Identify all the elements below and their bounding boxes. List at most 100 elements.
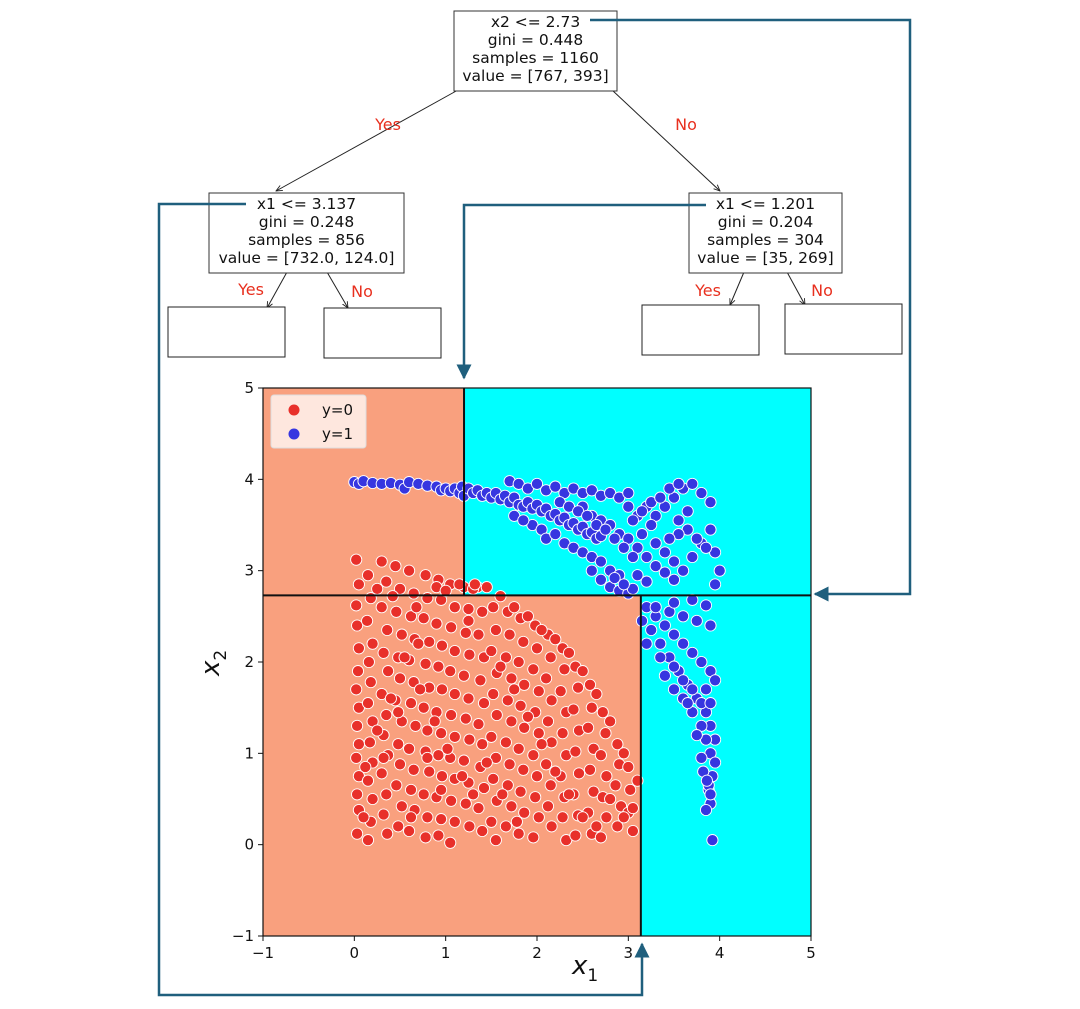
point-y0 (419, 831, 432, 844)
point-y1 (672, 514, 685, 527)
point-y1 (581, 509, 594, 522)
point-y0 (545, 694, 558, 707)
point-y0 (459, 626, 472, 639)
tree-leaf-empty (323, 307, 442, 359)
point-y0 (626, 802, 639, 815)
point-y0 (444, 665, 457, 678)
point-y0 (626, 824, 639, 838)
point-y0 (624, 783, 637, 796)
point-y0 (554, 685, 567, 698)
x-tick-label: 0 (350, 944, 360, 962)
point-y1 (686, 477, 699, 490)
point-y1 (686, 683, 699, 696)
legend-marker-y0 (288, 404, 300, 416)
point-y0 (487, 772, 500, 785)
point-y0 (540, 672, 553, 685)
point-y0 (582, 721, 595, 734)
y-axis-label: x2 (196, 650, 231, 677)
point-y0 (390, 605, 403, 618)
y-tick-label: 3 (244, 562, 254, 580)
point-y0 (441, 742, 454, 755)
point-y0 (456, 770, 469, 783)
y-tick-label: 1 (244, 744, 254, 762)
tree-node-right: x1 <= 1.201 gini = 0.204 samples = 304 v… (688, 192, 843, 274)
point-y0 (350, 751, 363, 764)
tree-leaf-empty (641, 304, 760, 356)
node-line: gini = 0.248 (259, 213, 355, 231)
x-tick-label: 2 (532, 944, 542, 962)
point-y0 (583, 763, 597, 776)
point-y0 (409, 719, 422, 732)
point-y0 (392, 738, 405, 751)
point-y0 (508, 601, 521, 614)
point-y0 (518, 806, 531, 819)
point-y1 (690, 614, 703, 627)
point-y1 (663, 532, 676, 545)
point-y0 (398, 651, 411, 664)
point-y1 (549, 480, 562, 493)
point-y0 (583, 678, 597, 691)
point-y0 (423, 765, 436, 778)
point-y1 (594, 555, 607, 568)
point-y0 (364, 676, 377, 689)
point-y0 (448, 601, 461, 614)
edge-right-right (786, 271, 805, 305)
node-line: samples = 1160 (472, 49, 599, 67)
point-y0 (617, 811, 630, 824)
point-y0 (381, 623, 394, 637)
point-y1 (658, 566, 671, 579)
point-y0 (467, 788, 480, 801)
point-y0 (382, 665, 395, 678)
point-y0 (514, 699, 527, 712)
point-y0 (350, 553, 363, 566)
point-y0 (389, 560, 402, 573)
point-y0 (530, 642, 544, 655)
point-y0 (512, 827, 525, 840)
point-y0 (445, 621, 458, 634)
point-y0 (556, 811, 569, 824)
decision-regions (263, 388, 811, 936)
point-y0 (439, 584, 452, 597)
point-y1 (635, 528, 649, 541)
point-y0 (489, 834, 502, 847)
point-y1 (706, 834, 719, 847)
tree-leaf-empty (784, 303, 903, 355)
point-y1 (631, 569, 644, 582)
point-y0 (417, 788, 430, 801)
point-y0 (527, 831, 540, 844)
point-y0 (549, 765, 562, 778)
point-y1 (645, 518, 658, 532)
point-y0 (512, 742, 525, 755)
point-y0 (617, 747, 630, 760)
edge-left-right (326, 271, 348, 308)
point-y1 (530, 477, 544, 490)
point-y0 (535, 623, 548, 637)
point-y0 (503, 758, 516, 771)
point-y0 (448, 815, 461, 828)
edge-right-left (730, 271, 745, 305)
x-axis-label-sub: 1 (587, 966, 598, 986)
point-y1 (517, 514, 530, 527)
point-y1 (667, 596, 681, 609)
point-y1 (690, 729, 703, 742)
point-y0 (487, 687, 500, 701)
point-y1 (585, 564, 598, 577)
point-y1 (649, 560, 662, 573)
point-y0 (361, 569, 375, 582)
point-y1 (695, 655, 708, 669)
point-y0 (435, 683, 449, 696)
legend-label-y1: y=1 (322, 425, 353, 443)
node-line: gini = 0.204 (718, 213, 814, 231)
y-axis-label-sub: 2 (211, 650, 231, 661)
point-y1 (704, 523, 717, 536)
point-y0 (375, 767, 388, 780)
point-y0 (562, 646, 576, 659)
point-y0 (476, 738, 489, 751)
point-y0 (494, 660, 507, 673)
point-y0 (421, 751, 434, 764)
point-y0 (417, 701, 430, 714)
node-line: value = [732.0, 124.0] (219, 249, 395, 267)
branch-label-root-no: No (675, 115, 697, 134)
point-y0 (594, 749, 607, 762)
